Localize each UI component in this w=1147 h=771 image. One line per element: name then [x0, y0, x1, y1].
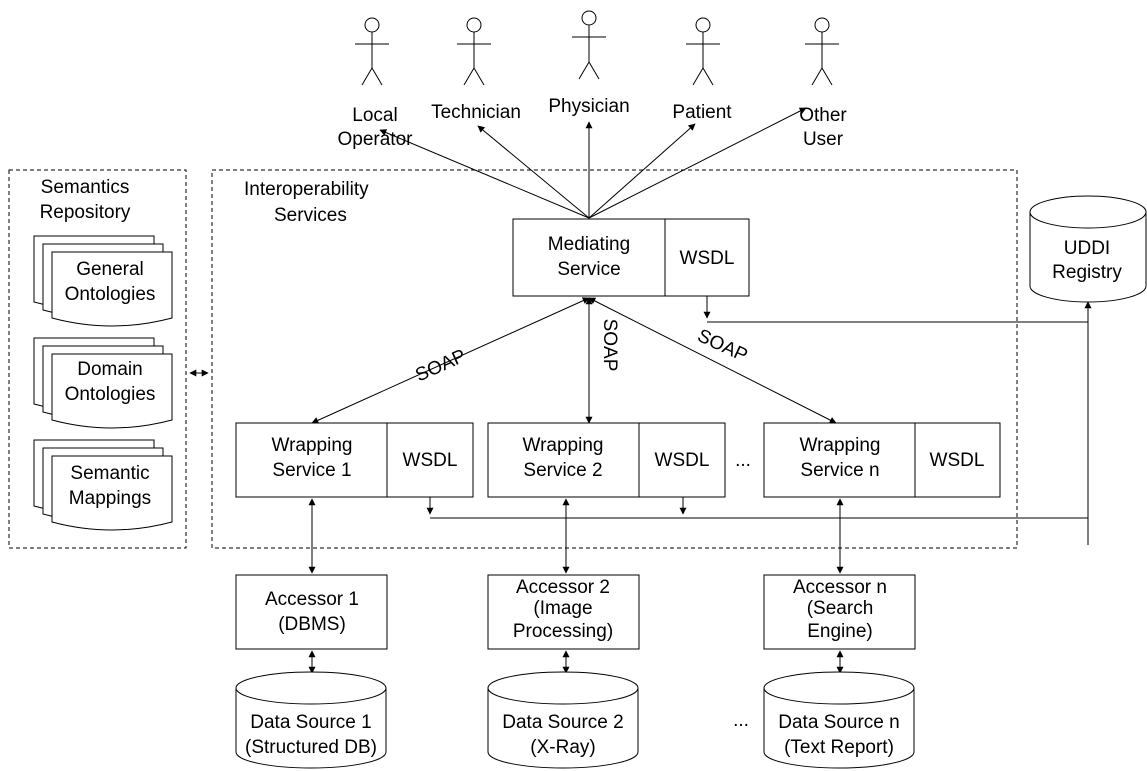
accessor-label-line2: (DBMS) — [278, 614, 346, 635]
wrapper-accessor-arrows — [308, 498, 844, 574]
data-source-label-line1: Data Source 1 — [250, 712, 371, 733]
wrapping-label-line1: Wrapping — [800, 435, 881, 456]
arrow-to-other-user — [588, 107, 807, 219]
wrapping-service-n: Wrapping Service n WSDL — [763, 422, 1001, 498]
uddi-registry: UDDI Registry — [1029, 195, 1147, 303]
wrapping-label-line2: Service 1 — [272, 460, 351, 481]
actor-arrows — [379, 107, 807, 219]
document-label-line2: Ontologies — [65, 284, 156, 305]
data-source-label-line1: Data Source n — [778, 712, 899, 733]
data-source-2: Data Source 2 (X-Ray) — [487, 671, 639, 769]
wrapping-wsdl-label: WSDL — [403, 450, 458, 471]
mediating-service-label-line2: Service — [557, 259, 620, 280]
wrapping-wsdl-label: WSDL — [655, 450, 710, 471]
actor-label: Patient — [672, 102, 732, 123]
arrow-to-local-operator — [379, 129, 590, 219]
soap-arrow-3 — [588, 297, 837, 424]
semantics-repository-title-line2: Repository — [40, 202, 131, 223]
actor-other-user: Other User — [799, 17, 847, 150]
accessor-label-line1: Accessor n — [793, 577, 887, 598]
soap-label: SOAP — [599, 319, 620, 372]
actor-physician: Physician — [548, 10, 630, 117]
semantics-repository-frame — [8, 169, 187, 549]
accessor-label-line2: (Image — [533, 598, 592, 619]
interoperability-services: Interoperability Services — [211, 169, 1018, 549]
actor-patient: Patient — [672, 17, 732, 123]
document-general-ontologies: General Ontologies — [33, 235, 173, 327]
wrapping-wsdl-label: WSDL — [930, 450, 985, 471]
document-domain-ontologies: Domain Ontologies — [33, 337, 173, 429]
data-source-label-line2: (Text Report) — [784, 737, 894, 758]
actor-label: Technician — [431, 102, 521, 123]
mediating-service: Mediating Service WSDL — [512, 218, 750, 297]
data-source-1: Data Source 1 (Structured DB) — [235, 671, 387, 769]
accessor-2: Accessor 2 (Image Processing) — [487, 574, 640, 650]
document-label-line1: General — [76, 259, 144, 280]
uddi-label-line2: Registry — [1052, 262, 1122, 283]
soap-arrow-1 — [311, 297, 590, 424]
data-source-label-line2: (X-Ray) — [530, 737, 595, 758]
wrapping-wsdl-box — [638, 422, 726, 498]
wrapping-wsdl-box — [914, 422, 1001, 498]
accessor-datasource-arrows — [308, 650, 844, 674]
interoperability-services-title-line2: Services — [274, 205, 347, 226]
wrapping-label-line2: Service n — [800, 460, 879, 481]
accessor-label-line1: Accessor 1 — [265, 589, 359, 610]
wrapping-label-line2: Service 2 — [523, 460, 602, 481]
document-label-line2: Ontologies — [65, 384, 156, 405]
semantics-repository-title-line1: Semantics — [41, 177, 130, 198]
data-source-label-line1: Data Source 2 — [502, 712, 623, 733]
document-semantic-mappings: Semantic Mappings — [33, 439, 173, 531]
actor-label-line1: Local — [352, 105, 397, 126]
soap-label: SOAP — [694, 325, 751, 366]
wrapping-wsdl-box — [386, 422, 474, 498]
soap-arrows: SOAP SOAP SOAP — [311, 297, 837, 424]
interoperability-services-frame — [211, 169, 1018, 549]
actor-label-line2: User — [803, 129, 844, 150]
mediating-wsdl-box — [664, 218, 750, 297]
accessor-1: Accessor 1 (DBMS) — [235, 574, 388, 650]
actor-technician: Technician — [431, 17, 521, 123]
wrapper-ellipsis: ... — [735, 450, 751, 471]
actor-label-line2: Operator — [338, 129, 414, 150]
uddi-label-line1: UDDI — [1064, 238, 1110, 259]
mediating-service-label-line1: Mediating — [548, 234, 630, 255]
accessor-label-line3: Processing) — [513, 621, 613, 642]
arrow-to-technician — [477, 125, 590, 219]
data-source-label-line2: (Structured DB) — [245, 737, 377, 758]
accessor-label-line3: Engine) — [807, 621, 873, 642]
actor-label: Physician — [548, 96, 629, 117]
soap-label: SOAP — [412, 346, 469, 387]
accessor-label-line1: Accessor 2 — [516, 577, 610, 598]
wrapping-service-1: Wrapping Service 1 WSDL — [235, 422, 474, 498]
document-label-line1: Semantic — [70, 463, 149, 484]
accessor-label-line2: (Search — [807, 598, 874, 619]
actor-label-line1: Other — [799, 105, 847, 126]
wrapping-label-line1: Wrapping — [523, 435, 604, 456]
interoperability-services-title-line1: Interoperability — [244, 179, 369, 200]
document-label-line2: Mappings — [69, 488, 151, 509]
data-source-n: Data Source n (Text Report) — [763, 671, 915, 769]
document-label-line1: Domain — [77, 359, 142, 380]
accessor-n: Accessor n (Search Engine) — [763, 574, 916, 650]
actor-local-operator: Local Operator — [338, 17, 414, 150]
data-source-ellipsis: ... — [733, 710, 749, 731]
arrow-to-patient — [588, 123, 696, 219]
semantics-repository: Semantics Repository General Ontologies … — [8, 169, 187, 549]
registry-connectors — [426, 296, 1092, 545]
mediating-wsdl-label: WSDL — [680, 248, 735, 269]
wrapping-label-line1: Wrapping — [272, 435, 353, 456]
wrapping-service-2: Wrapping Service 2 WSDL — [487, 422, 726, 498]
